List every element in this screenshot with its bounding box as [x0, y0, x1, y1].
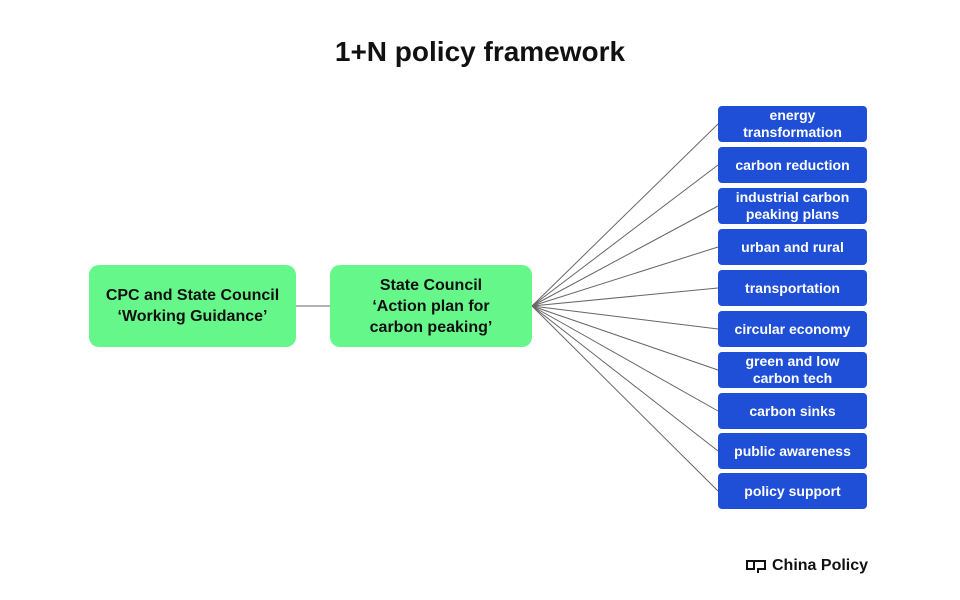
- branch-connector: [531, 205, 719, 307]
- branch-node: energy transformation: [718, 106, 867, 142]
- branch-connector: [531, 305, 719, 412]
- branch-connector: [531, 287, 719, 307]
- branch-connector: [531, 123, 719, 307]
- branch-node: carbon sinks: [718, 393, 867, 429]
- node-action-plan: State Council ‘Action plan for carbon pe…: [330, 265, 532, 347]
- branch-node: green and low carbon tech: [718, 352, 867, 388]
- branch-connector: [531, 305, 719, 452]
- branch-connector: [531, 164, 719, 307]
- branch-node: carbon reduction: [718, 147, 867, 183]
- branch-connector: [531, 305, 719, 371]
- branch-node: circular economy: [718, 311, 867, 347]
- node-working-guidance: CPC and State Council ‘Working Guidance’: [89, 265, 296, 347]
- china-policy-logo-icon: [746, 560, 766, 573]
- branch-connector: [531, 246, 719, 307]
- china-policy-logo: China Policy: [746, 557, 868, 575]
- branch-node: public awareness: [718, 433, 867, 469]
- branch-node: policy support: [718, 473, 867, 509]
- branch-connector: [531, 305, 719, 330]
- branch-node: transportation: [718, 270, 867, 306]
- branch-node: industrial carbon peaking plans: [718, 188, 867, 224]
- branch-connector: [531, 305, 719, 492]
- branch-node: urban and rural: [718, 229, 867, 265]
- diagram-title: 1+N policy framework: [334, 36, 626, 67]
- logo-text: China Policy: [772, 557, 869, 574]
